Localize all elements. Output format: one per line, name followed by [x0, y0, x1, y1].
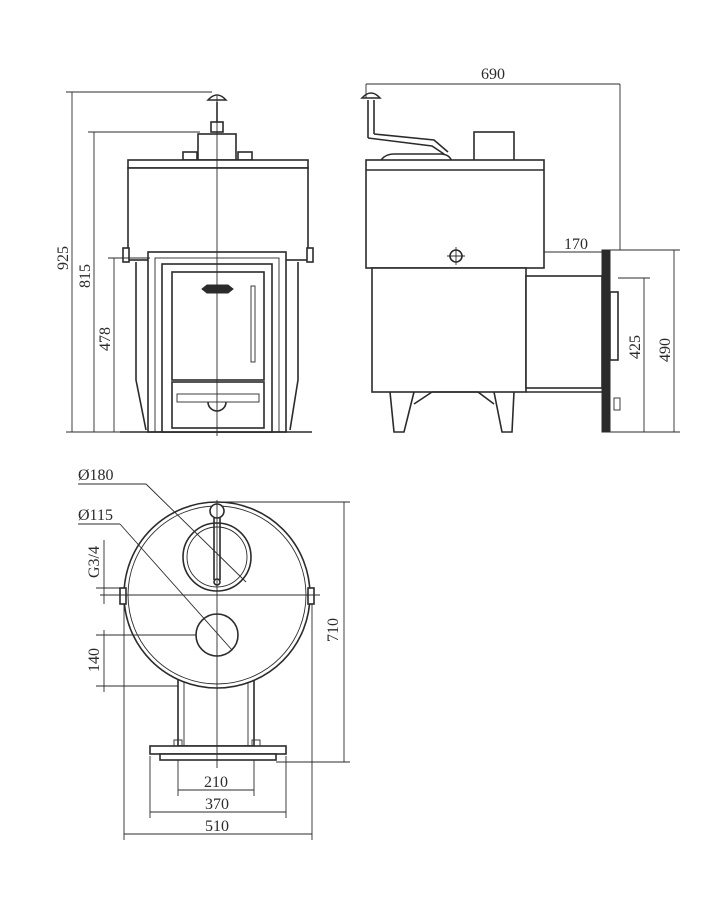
dim-tunnel-length: 170 — [564, 236, 588, 253]
top-view-dimensions: Ø180 Ø115 G3/4 140 710 210 — [78, 467, 350, 840]
dim-tunnel-height: 490 — [657, 338, 674, 362]
side-view: 690 170 425 490 — [360, 66, 680, 433]
dim-side-door-height: 425 — [627, 335, 644, 359]
front-view: 925 815 478 — [55, 91, 314, 436]
dim-overall-width: 510 — [205, 818, 229, 835]
dim-tank-pipe-diameter: Ø115 — [78, 507, 113, 524]
side-view-body — [360, 92, 621, 433]
side-view-dimensions: 690 170 425 490 — [365, 66, 680, 433]
dim-frame-width: 370 — [205, 796, 229, 813]
front-view-dimensions: 925 815 478 — [55, 91, 212, 433]
dim-offset: 140 — [86, 648, 103, 672]
dim-chimney-height: 815 — [77, 264, 94, 288]
dim-total-height: 925 — [55, 246, 72, 270]
top-view: Ø180 Ø115 G3/4 140 710 210 — [78, 467, 350, 840]
front-view-body — [120, 94, 314, 436]
top-view-body — [100, 500, 320, 768]
dim-length: 710 — [325, 618, 342, 642]
dim-chimney-diameter: Ø180 — [78, 467, 114, 484]
dim-door-height: 478 — [97, 327, 114, 351]
dim-depth: 690 — [481, 66, 505, 83]
dim-tunnel-width: 210 — [204, 774, 228, 791]
dim-thread: G3/4 — [86, 546, 103, 578]
